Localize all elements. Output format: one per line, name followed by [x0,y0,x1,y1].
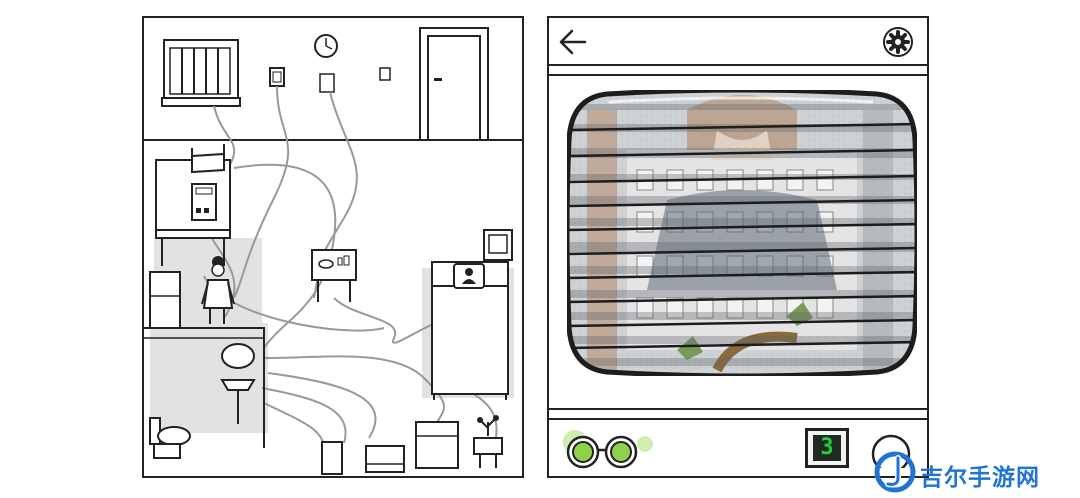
settings-button[interactable] [881,26,915,58]
eye-glasses-icon [563,430,653,469]
character-woman[interactable] [201,256,235,324]
tv-screen-icon[interactable] [453,263,485,289]
wall-note[interactable] [319,73,335,93]
wall-outlet[interactable] [379,67,391,81]
side-table[interactable] [311,249,357,302]
tv-screen[interactable] [567,90,917,376]
bathroom-mirror[interactable] [221,343,255,369]
hint-button[interactable] [557,426,657,470]
back-button[interactable] [557,26,591,58]
toilet[interactable] [149,417,191,459]
wall-clock-icon[interactable] [314,34,338,58]
back-arrow-icon [559,29,587,55]
window[interactable] [161,39,241,107]
watermark: 吉尔手游网 [868,446,1080,498]
tv-view-panel: 3 [547,16,929,478]
kitchen-counter[interactable] [155,144,231,266]
counter-digit: 3 [820,435,834,460]
low-cabinet[interactable] [365,445,405,473]
window-blinds [567,104,917,366]
tv-feed-image [567,90,917,376]
floor-shade [150,323,268,433]
refrigerator[interactable] [149,271,181,329]
room-map-panel [142,16,524,478]
potted-plant[interactable] [473,415,503,468]
gear-icon [883,27,913,57]
room-map [144,27,522,475]
watermark-text: 吉尔手游网 [920,465,1040,491]
door[interactable] [419,27,489,141]
level-counter: 3 [805,428,849,468]
dresser[interactable] [415,421,459,469]
bathroom-sink[interactable] [220,379,256,424]
watermark-logo-icon [874,451,916,493]
picture-frame[interactable] [483,229,513,261]
top-bar [549,18,927,66]
trash-bin[interactable] [321,441,343,475]
